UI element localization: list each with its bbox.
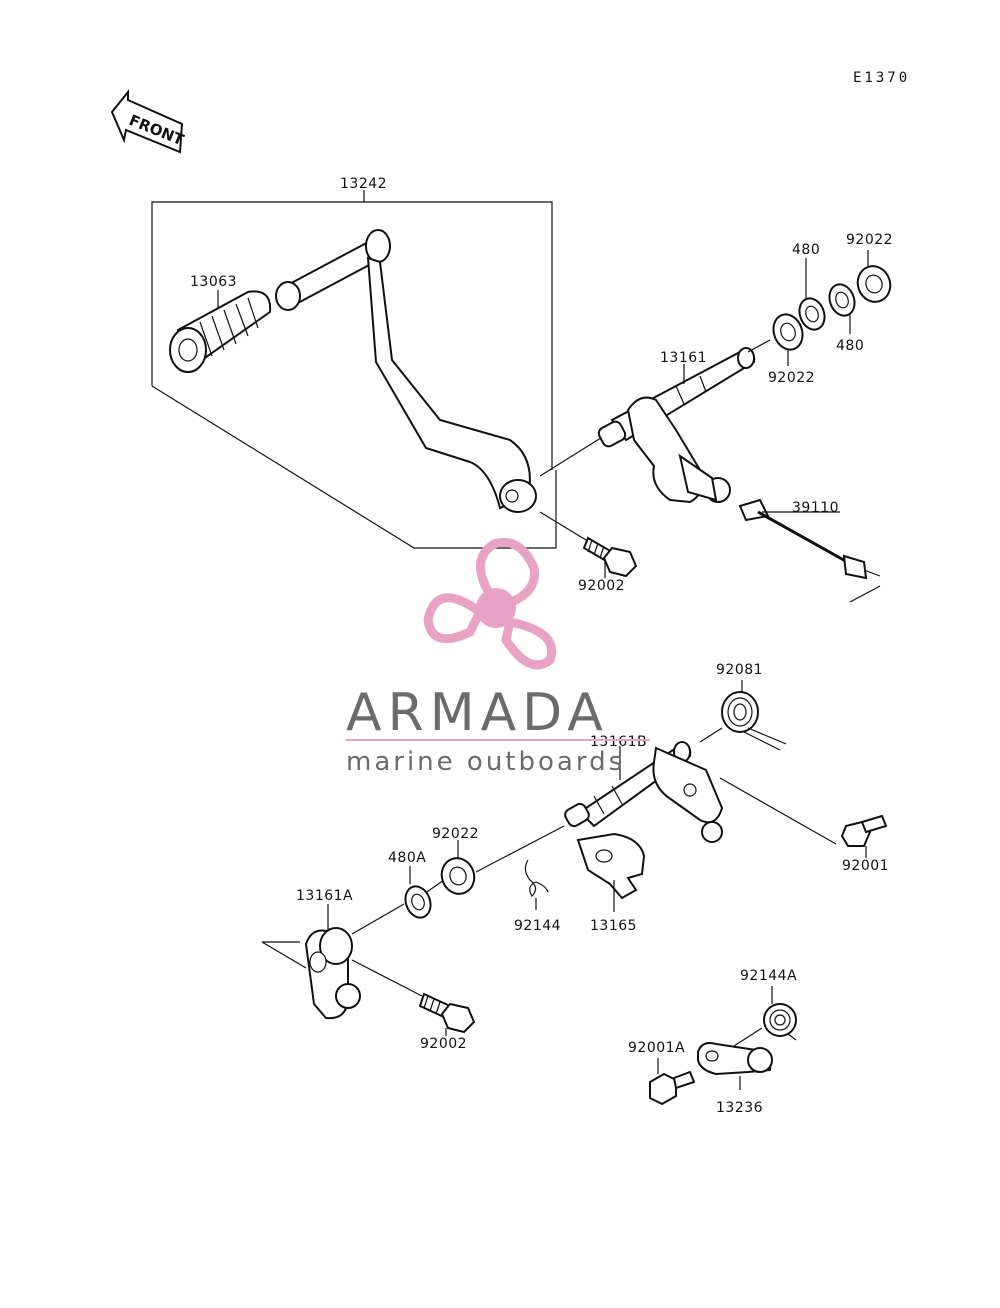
- tie-rod-icon: [738, 498, 881, 580]
- front-arrow-icon: FRONT: [110, 89, 187, 154]
- label-92001A: 92001A: [628, 1040, 685, 1056]
- washer-icon: [856, 265, 892, 303]
- label-13236: 13236: [716, 1100, 763, 1116]
- part-labels: 13242 13063 13161 92022 480 480 92022 39…: [190, 176, 893, 1116]
- spring-icon: [763, 1003, 797, 1041]
- shift-lever-icon: [304, 927, 361, 1020]
- shift-pedal-group: [151, 190, 892, 603]
- brand-name: ARMADA: [346, 683, 609, 743]
- label-480-top: 480: [792, 242, 820, 258]
- label-13161: 13161: [660, 350, 707, 366]
- propeller-logo-icon: [423, 538, 556, 670]
- label-13161B: 13161B: [590, 734, 647, 750]
- label-480-bottom: 480: [836, 338, 864, 354]
- stopper-arm-icon: [697, 1042, 773, 1076]
- washer-icon: [772, 313, 804, 351]
- label-92144: 92144: [514, 918, 561, 934]
- label-92144A: 92144A: [740, 968, 797, 984]
- shift-shaft-icon: [597, 347, 756, 504]
- label-92001: 92001: [842, 858, 889, 874]
- diagram-code: E1370: [853, 70, 910, 86]
- label-92081: 92081: [716, 662, 763, 678]
- shift-plate-icon: [576, 832, 646, 900]
- circlip-icon: [798, 297, 826, 331]
- brand-tagline: marine outboards: [346, 747, 625, 777]
- label-92022-lower: 92022: [432, 826, 479, 842]
- shift-pedal-icon: [275, 229, 537, 513]
- circlip-icon: [828, 283, 856, 317]
- shift-mechanism-group: [261, 680, 888, 1106]
- label-92002-top: 92002: [578, 578, 625, 594]
- spring-clip-icon: [524, 859, 549, 897]
- circlip-icon: [404, 885, 432, 919]
- watermark: ARMADA marine outboards: [346, 538, 650, 777]
- label-13063: 13063: [190, 274, 237, 290]
- label-39110: 39110: [792, 500, 839, 516]
- bolt-icon: [582, 536, 638, 578]
- label-92022-mid: 92022: [768, 370, 815, 386]
- washer-icon: [440, 857, 476, 895]
- footpeg-rubber-icon: [169, 290, 272, 373]
- label-480A: 480A: [388, 850, 426, 866]
- bolt-icon: [418, 992, 476, 1034]
- shoulder-bolt-icon: [840, 814, 888, 847]
- torsion-spring-icon: [721, 691, 787, 751]
- label-92022-top: 92022: [846, 232, 893, 248]
- label-13161A: 13161A: [296, 888, 353, 904]
- label-92002-lower: 92002: [420, 1036, 467, 1052]
- shift-shaft-icon: [564, 741, 724, 843]
- label-13165: 13165: [590, 918, 637, 934]
- bolt-icon: [649, 1070, 696, 1106]
- label-13242: 13242: [340, 176, 387, 192]
